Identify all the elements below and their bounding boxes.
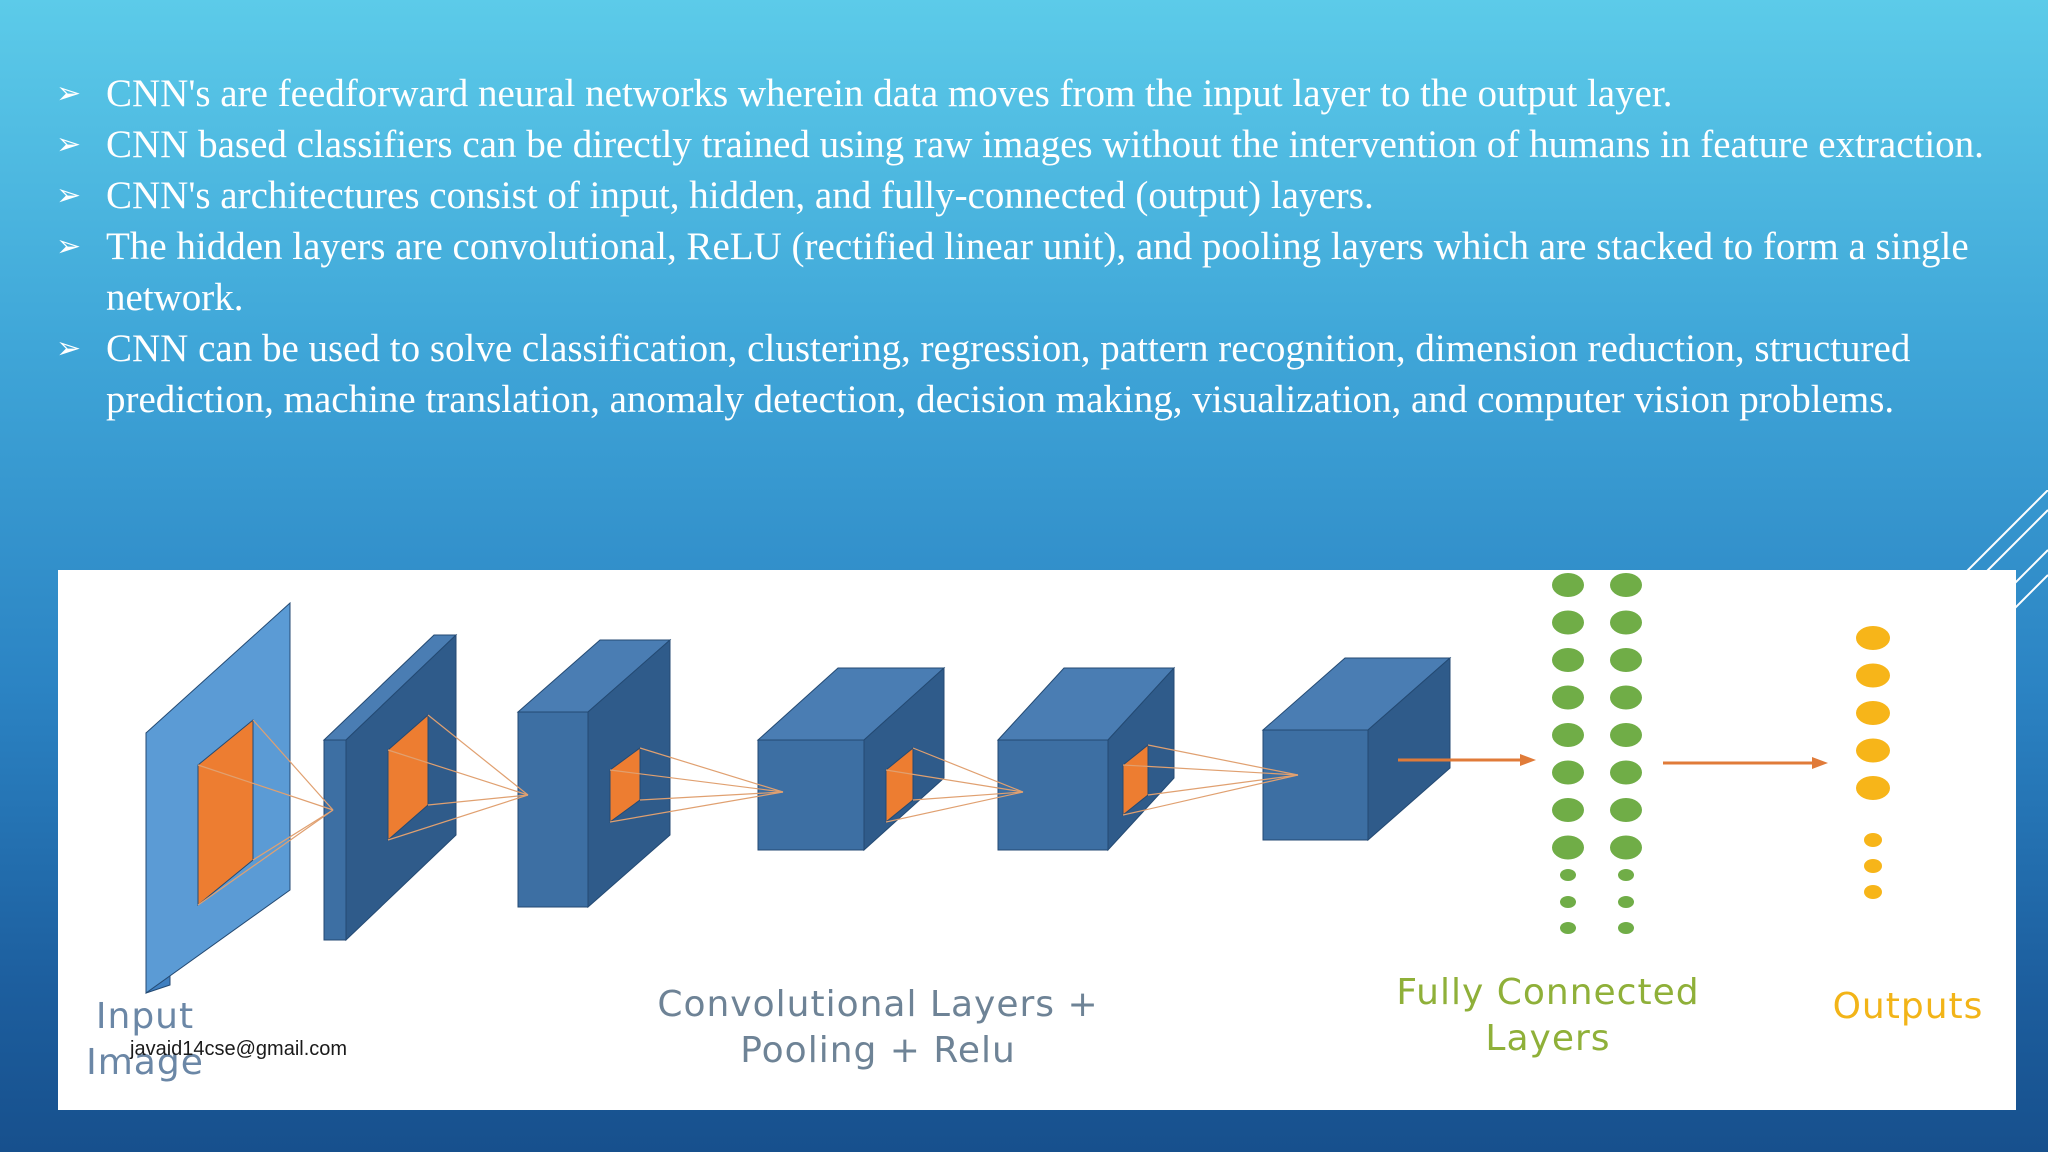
author-email: javaid14cse@gmail.com bbox=[130, 1038, 348, 1060]
projection-line bbox=[639, 791, 784, 801]
projection-line bbox=[639, 747, 784, 793]
projection-line bbox=[1122, 764, 1299, 776]
fc-node bbox=[1552, 573, 1584, 597]
arrow-bullet-icon: ➢ bbox=[56, 178, 82, 213]
projection-line bbox=[609, 769, 784, 793]
projection-line bbox=[1122, 774, 1299, 816]
fc-node bbox=[1552, 648, 1584, 672]
bullet-text: CNN can be used to solve classification,… bbox=[106, 327, 1911, 421]
projection-line bbox=[252, 719, 334, 811]
fc-node-small bbox=[1618, 869, 1634, 881]
fc-node-small bbox=[1618, 922, 1634, 934]
bullet-item: ➢ The hidden layers are convolutional, R… bbox=[56, 221, 2006, 323]
projection-line bbox=[387, 794, 529, 841]
conv-layers-label: Convolutional Layers + Pooling + Relu bbox=[657, 984, 1099, 1071]
fc-node-small bbox=[1560, 896, 1576, 908]
fc-node bbox=[1610, 723, 1642, 747]
projection-line bbox=[1147, 774, 1299, 796]
projection-line bbox=[427, 794, 529, 806]
bullet-item: ➢ CNN can be used to solve classification… bbox=[56, 323, 2006, 425]
projection-line bbox=[387, 749, 529, 796]
arrow-bullet-icon: ➢ bbox=[56, 229, 82, 264]
output-node bbox=[1856, 663, 1890, 688]
projection-line bbox=[912, 747, 1024, 793]
fc-node-small bbox=[1560, 869, 1576, 881]
output-node-small bbox=[1864, 833, 1882, 847]
arrow-bullet-icon: ➢ bbox=[56, 331, 82, 366]
bullet-text: CNN's are feedforward neural networks wh… bbox=[106, 72, 1673, 115]
fc-node bbox=[1552, 610, 1584, 635]
conv-block-front bbox=[997, 739, 1109, 851]
fc-node-small bbox=[1560, 922, 1576, 934]
projection-line bbox=[197, 764, 334, 811]
fc-node bbox=[1610, 685, 1642, 710]
output-node bbox=[1856, 701, 1890, 725]
output-node bbox=[1856, 738, 1890, 763]
bullet-text: CNN's architectures consist of input, hi… bbox=[106, 174, 1374, 217]
bullet-text: The hidden layers are convolutional, ReL… bbox=[106, 225, 1969, 319]
arrow-to-fc-head bbox=[1520, 754, 1536, 766]
output-node-small bbox=[1864, 885, 1882, 899]
output-node bbox=[1856, 776, 1890, 800]
bullet-text: CNN based classifiers can be directly tr… bbox=[106, 123, 1984, 166]
projection-line bbox=[427, 714, 529, 796]
conv-block-front bbox=[517, 711, 589, 908]
outputs-label: Outputs bbox=[1832, 986, 1984, 1027]
projection-line bbox=[252, 809, 334, 861]
cnn-diagram-canvas bbox=[145, 573, 1890, 994]
fc-node bbox=[1610, 835, 1642, 860]
bullet-item: ➢ CNN's are feedforward neural networks w… bbox=[56, 68, 2006, 119]
fc-node bbox=[1610, 760, 1642, 785]
arrow-bullet-icon: ➢ bbox=[56, 76, 82, 111]
projection-line bbox=[1147, 744, 1299, 776]
cnn-diagram: Input Image Convolutional Layers + Pooli… bbox=[58, 570, 2016, 1110]
fc-node bbox=[1610, 798, 1642, 822]
projection-line bbox=[609, 791, 784, 823]
fc-node bbox=[1610, 573, 1642, 597]
bullet-item: ➢ CNN's architectures consist of input, … bbox=[56, 170, 2006, 221]
fc-node bbox=[1552, 723, 1584, 747]
conv-block-front bbox=[323, 739, 347, 941]
fc-node bbox=[1552, 760, 1584, 785]
fully-connected-label: Fully Connected Layers bbox=[1396, 972, 1700, 1059]
conv-block-front bbox=[1262, 729, 1369, 841]
fc-node bbox=[1552, 798, 1584, 822]
projection-line bbox=[912, 791, 1024, 801]
projection-line bbox=[885, 791, 1024, 823]
fc-node-small bbox=[1618, 896, 1634, 908]
projection-line bbox=[885, 769, 1024, 793]
bullet-list: ➢ CNN's are feedforward neural networks w… bbox=[56, 68, 2006, 425]
bullet-item: ➢ CNN based classifiers can be directly t… bbox=[56, 119, 2006, 170]
input-image-label: Input Image bbox=[86, 996, 204, 1083]
fc-node bbox=[1552, 685, 1584, 710]
output-node-small bbox=[1864, 859, 1882, 873]
output-node bbox=[1856, 626, 1890, 650]
fc-node bbox=[1552, 835, 1584, 860]
fc-node bbox=[1610, 610, 1642, 635]
fc-node bbox=[1610, 648, 1642, 672]
projection-line bbox=[197, 809, 334, 906]
conv-block-front bbox=[757, 739, 865, 851]
arrow-to-outputs-head bbox=[1812, 757, 1828, 769]
arrow-bullet-icon: ➢ bbox=[56, 127, 82, 162]
